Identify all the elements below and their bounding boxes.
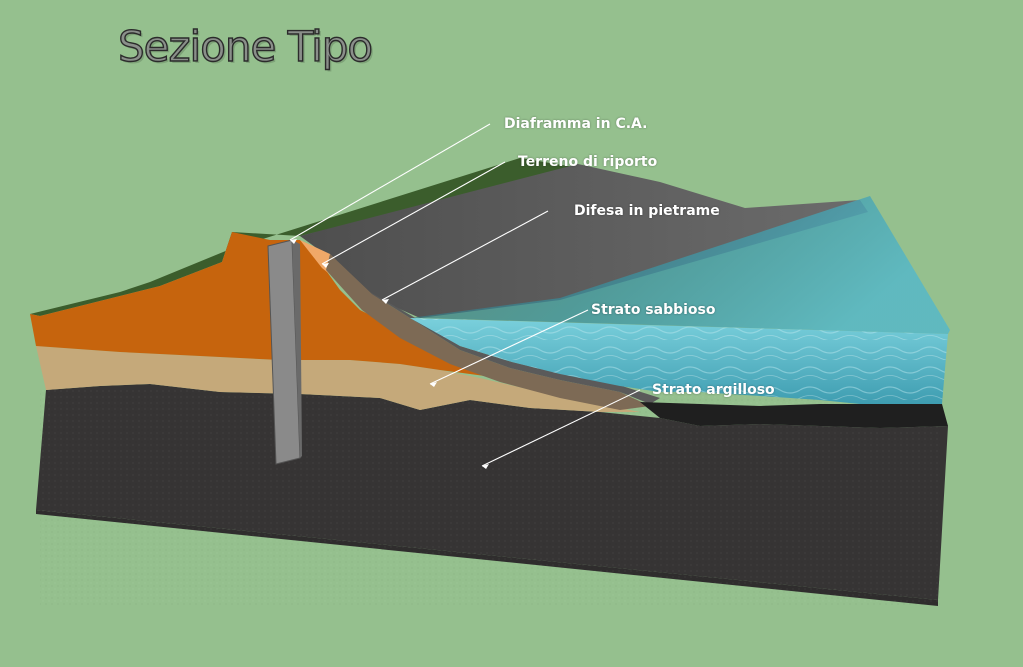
stone-slope-surface bbox=[300, 164, 868, 318]
label-strato-argilloso: Strato argilloso bbox=[652, 382, 775, 398]
label-difesa-in-pietrame: Difesa in pietrame bbox=[574, 203, 720, 219]
sand-layer bbox=[36, 346, 640, 412]
leader-lines bbox=[289, 123, 641, 467]
grass-surface bbox=[30, 158, 580, 316]
label-terreno-di-riporto: Terreno di riporto bbox=[518, 154, 658, 170]
seabed-band bbox=[640, 402, 948, 428]
diagram-title: Sezione Tipo bbox=[117, 21, 374, 71]
water-surface bbox=[410, 196, 950, 334]
leader-arrowheads bbox=[290, 239, 489, 469]
stone-armour bbox=[326, 254, 650, 410]
label-strato-sabbioso: Strato sabbioso bbox=[591, 302, 716, 318]
fill-soil bbox=[30, 232, 500, 378]
stone-armour-top bbox=[330, 252, 660, 404]
label-diaframma: Diaframma in C.A. bbox=[504, 116, 648, 132]
